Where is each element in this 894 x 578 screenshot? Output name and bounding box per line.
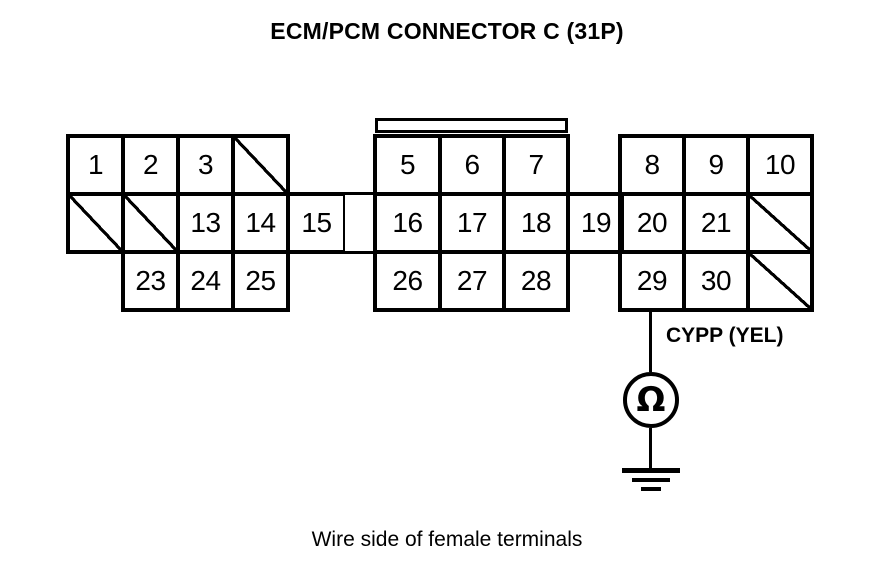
wire-label-cypp: CYPP (YEL) [666, 324, 784, 347]
terminal-cell-15[interactable]: 15 [288, 194, 345, 252]
figure-caption: Wire side of female terminals [311, 528, 583, 551]
ground-bar-2 [632, 478, 670, 482]
terminal-cell-27[interactable]: 27 [440, 252, 504, 310]
terminal-cell-blank-r3c31 [748, 252, 812, 310]
terminal-cell-30[interactable]: 30 [684, 252, 748, 310]
page-title: ECM/PCM CONNECTOR C (31P) [270, 18, 624, 44]
connector-locking-tab [375, 118, 568, 133]
wire-from-terminal-29 [649, 310, 652, 372]
terminal-cell-8[interactable]: 8 [620, 136, 684, 194]
terminal-cell-blank-r2c1 [68, 194, 123, 252]
terminal-cell-9[interactable]: 9 [684, 136, 748, 194]
terminal-cell-13[interactable]: 13 [178, 194, 233, 252]
terminal-cell-20[interactable]: 20 [620, 194, 684, 252]
terminal-cell-26[interactable]: 26 [375, 252, 440, 310]
terminal-cell-24[interactable]: 24 [178, 252, 233, 310]
terminal-cell-21[interactable]: 21 [684, 194, 748, 252]
terminal-cell-14[interactable]: 14 [233, 194, 288, 252]
terminal-cell-1[interactable]: 1 [68, 136, 123, 194]
terminal-cell-5[interactable]: 5 [375, 136, 440, 194]
ground-bar-1 [622, 468, 680, 473]
terminal-cell-25[interactable]: 25 [233, 252, 288, 310]
wire-to-ground [649, 428, 652, 470]
terminal-cell-29[interactable]: 29 [620, 252, 684, 310]
terminal-cell-10[interactable]: 10 [748, 136, 812, 194]
terminal-cell-blank-r2c2 [123, 194, 178, 252]
terminal-cell-3[interactable]: 3 [178, 136, 233, 194]
terminal-cell-2[interactable]: 2 [123, 136, 178, 194]
terminal-cell-6[interactable]: 6 [440, 136, 504, 194]
terminal-cell-19[interactable]: 19 [568, 194, 624, 252]
ground-bar-3 [641, 487, 661, 491]
terminal-cell-18[interactable]: 18 [504, 194, 568, 252]
terminal-cell-blank-r2c22 [748, 194, 812, 252]
terminal-cell-blank-r1c4 [233, 136, 288, 194]
terminal-cell-28[interactable]: 28 [504, 252, 568, 310]
terminal-cell-7[interactable]: 7 [504, 136, 568, 194]
terminal-cell-16[interactable]: 16 [375, 194, 440, 252]
terminal-cell-17[interactable]: 17 [440, 194, 504, 252]
ohmmeter-icon: Ω [623, 372, 679, 428]
terminal-cell-23[interactable]: 23 [123, 252, 178, 310]
